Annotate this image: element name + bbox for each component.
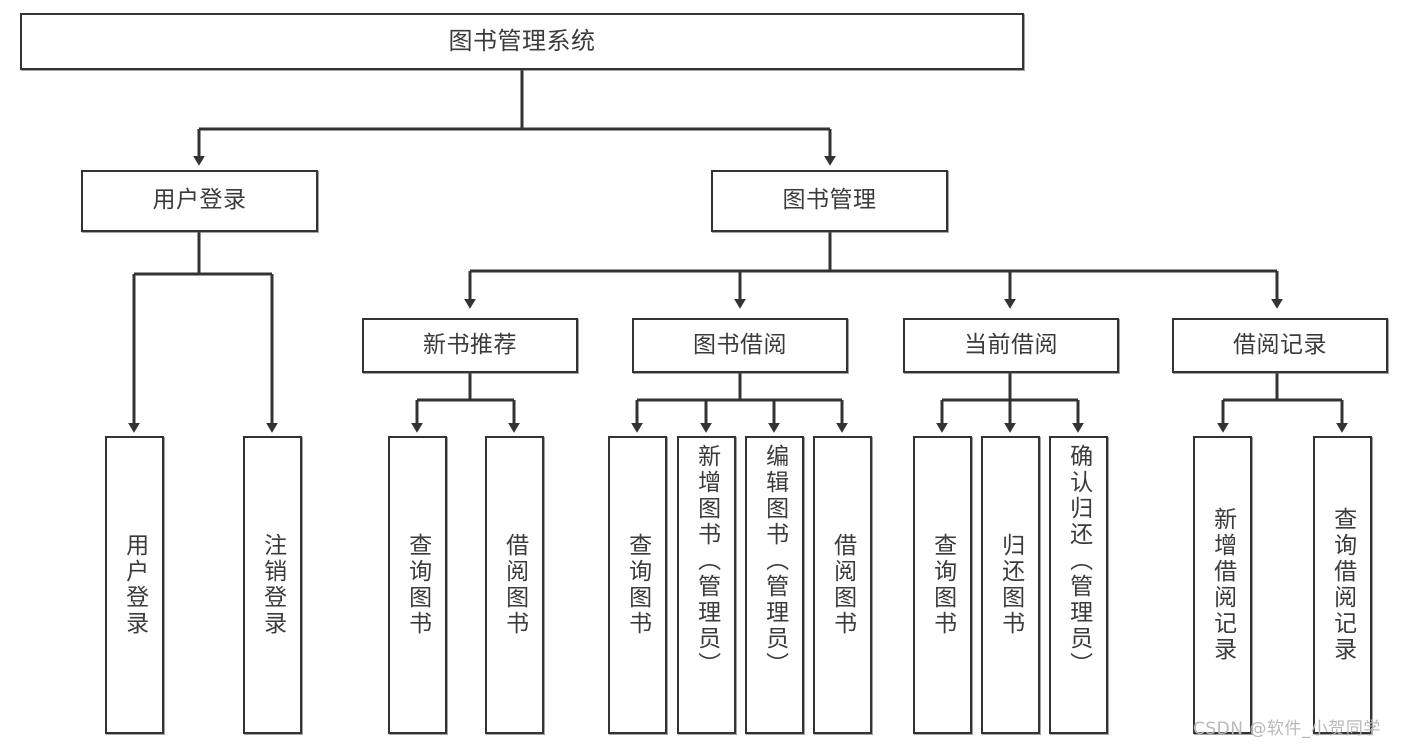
node-leaf-logout[interactable]: 注销登录: [243, 436, 302, 734]
node-new-book-rec[interactable]: 新书推荐: [362, 318, 578, 373]
node-leaf-borrow-book-2[interactable]: 借阅图书: [813, 436, 872, 734]
node-leaf-query-book-3[interactable]: 查询图书: [913, 436, 972, 734]
node-user-login-label: 用户登录: [152, 187, 247, 214]
node-root-label: 图书管理系统: [448, 27, 596, 56]
node-leaf-add-book[interactable]: 新增图书（管理员）: [677, 436, 736, 734]
node-current-borrow-label: 当前借阅: [964, 331, 1058, 358]
node-leaf-confirm-return-label: 确认归还（管理员）: [1065, 444, 1092, 678]
node-leaf-query-record-label: 查询借阅记录: [1329, 507, 1356, 663]
node-leaf-query-record[interactable]: 查询借阅记录: [1313, 436, 1372, 734]
node-leaf-query-book-1-label: 查询图书: [404, 533, 431, 637]
node-leaf-add-record-label: 新增借阅记录: [1209, 507, 1236, 663]
node-leaf-user-login-label: 用户登录: [121, 533, 148, 637]
node-new-book-rec-label: 新书推荐: [423, 331, 517, 358]
node-leaf-add-book-label: 新增图书（管理员）: [693, 444, 720, 678]
node-leaf-borrow-book-1-label: 借阅图书: [501, 533, 528, 637]
node-book-borrow-label: 图书借阅: [693, 331, 787, 358]
node-leaf-query-book-2-label: 查询图书: [624, 533, 651, 637]
csdn-watermark: CSDN @软件_小贺同学: [1193, 719, 1381, 739]
node-leaf-query-book-1[interactable]: 查询图书: [388, 436, 447, 734]
node-borrow-record[interactable]: 借阅记录: [1172, 318, 1388, 373]
node-book-manage-label: 图书管理: [782, 187, 877, 214]
node-current-borrow[interactable]: 当前借阅: [903, 318, 1119, 373]
node-leaf-confirm-return[interactable]: 确认归还（管理员）: [1049, 436, 1108, 734]
node-leaf-add-record[interactable]: 新增借阅记录: [1193, 436, 1252, 734]
node-leaf-borrow-book-2-label: 借阅图书: [829, 533, 856, 637]
node-leaf-edit-book-label: 编辑图书（管理员）: [761, 444, 788, 678]
node-root[interactable]: 图书管理系统: [20, 13, 1024, 70]
node-leaf-return-book[interactable]: 归还图书: [981, 436, 1040, 734]
node-leaf-edit-book[interactable]: 编辑图书（管理员）: [745, 436, 804, 734]
node-leaf-return-book-label: 归还图书: [997, 533, 1024, 637]
node-leaf-logout-label: 注销登录: [259, 533, 286, 637]
node-borrow-record-label: 借阅记录: [1233, 331, 1327, 358]
node-leaf-borrow-book-1[interactable]: 借阅图书: [485, 436, 544, 734]
node-leaf-query-book-3-label: 查询图书: [929, 533, 956, 637]
node-user-login[interactable]: 用户登录: [81, 170, 318, 232]
node-leaf-user-login[interactable]: 用户登录: [105, 436, 164, 734]
node-book-borrow[interactable]: 图书借阅: [632, 318, 848, 373]
node-leaf-query-book-2[interactable]: 查询图书: [608, 436, 667, 734]
node-book-manage[interactable]: 图书管理: [711, 170, 948, 232]
